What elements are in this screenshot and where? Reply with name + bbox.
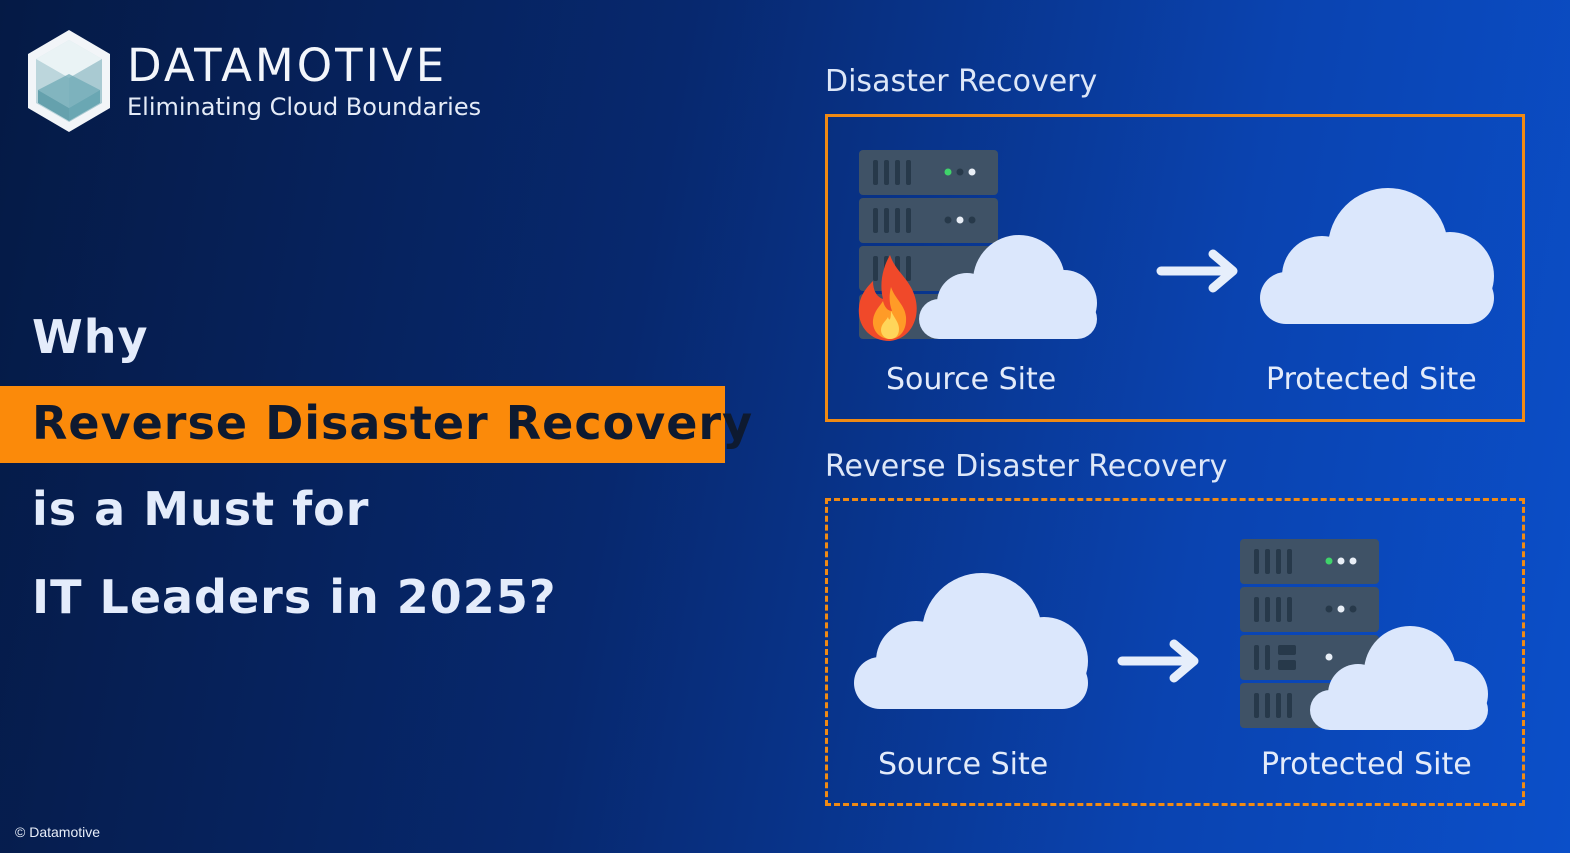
cloud-icon <box>1310 626 1488 730</box>
arrow-right-icon <box>1156 249 1238 293</box>
rdr-diagram-box <box>825 498 1525 806</box>
headline-line-it-leaders: IT Leaders in 2025? <box>32 570 557 624</box>
dr-section-title: Disaster Recovery <box>825 64 1098 99</box>
headline-line-must: is a Must for <box>32 482 370 536</box>
arrow-right-icon <box>1117 639 1199 683</box>
rdr-section-title: Reverse Disaster Recovery <box>825 449 1228 484</box>
cloud-icon <box>1260 188 1494 324</box>
headline-line-why: Why <box>32 310 149 364</box>
logo-cube-icon <box>28 30 110 132</box>
rdr-source-site-label: Source Site <box>878 747 1049 782</box>
cloud-icon <box>919 235 1097 339</box>
headline-highlight-band: Reverse Disaster Recovery <box>0 386 752 463</box>
fire-icon <box>858 255 917 341</box>
brand-tagline: Eliminating Cloud Boundaries <box>127 93 482 121</box>
brand: DATAMOTIVE Eliminating Cloud Boundaries <box>127 38 481 122</box>
cloud-icon <box>854 573 1088 709</box>
headline-highlight-text: Reverse Disaster Recovery <box>32 396 754 450</box>
copyright: © Datamotive <box>15 824 101 840</box>
dr-source-site-label: Source Site <box>886 362 1057 397</box>
dr-protected-site-label: Protected Site <box>1266 362 1477 397</box>
rdr-protected-site-label: Protected Site <box>1261 747 1472 782</box>
brand-name: DATAMOTIVE <box>127 39 448 92</box>
dr-diagram-box <box>825 114 1525 422</box>
